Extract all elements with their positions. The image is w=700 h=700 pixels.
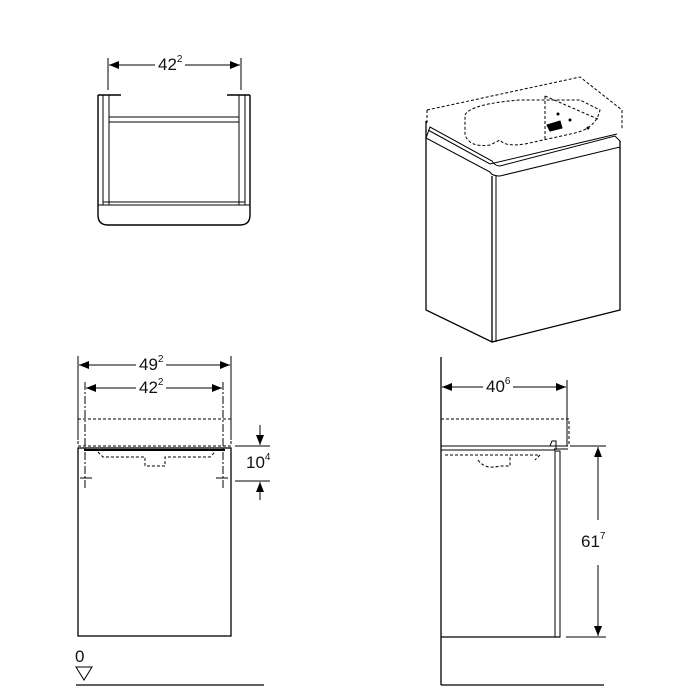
isometric-view <box>425 76 623 344</box>
dim-value: 42 <box>158 55 177 74</box>
side-depth-dimension: 406 <box>483 376 514 396</box>
dim-decimal: 2 <box>157 377 164 388</box>
floor-level-label: 0 <box>75 647 85 666</box>
dim-decimal: 4 <box>264 452 271 463</box>
dim-decimal: 2 <box>176 54 183 65</box>
dim-decimal: 6 <box>504 376 511 387</box>
top-width-dimension: 422 <box>155 54 186 74</box>
dim-decimal: 7 <box>599 531 606 542</box>
dim-decimal: 2 <box>157 354 164 365</box>
top-view <box>97 58 251 226</box>
dim-value: 10 <box>246 453 265 472</box>
front-offset-dimension: 104 <box>243 452 274 472</box>
dim-value: 42 <box>139 378 158 397</box>
dim-value: 49 <box>139 355 158 374</box>
side-view <box>440 357 606 686</box>
floor-level-value: 0 <box>75 647 85 666</box>
front-outer-width-dimension: 492 <box>136 354 167 374</box>
front-inner-width-dimension: 422 <box>136 377 167 397</box>
front-view <box>75 356 270 686</box>
side-height-dimension: 617 <box>578 531 609 551</box>
dim-value: 61 <box>581 532 600 551</box>
dim-value: 40 <box>486 377 505 396</box>
